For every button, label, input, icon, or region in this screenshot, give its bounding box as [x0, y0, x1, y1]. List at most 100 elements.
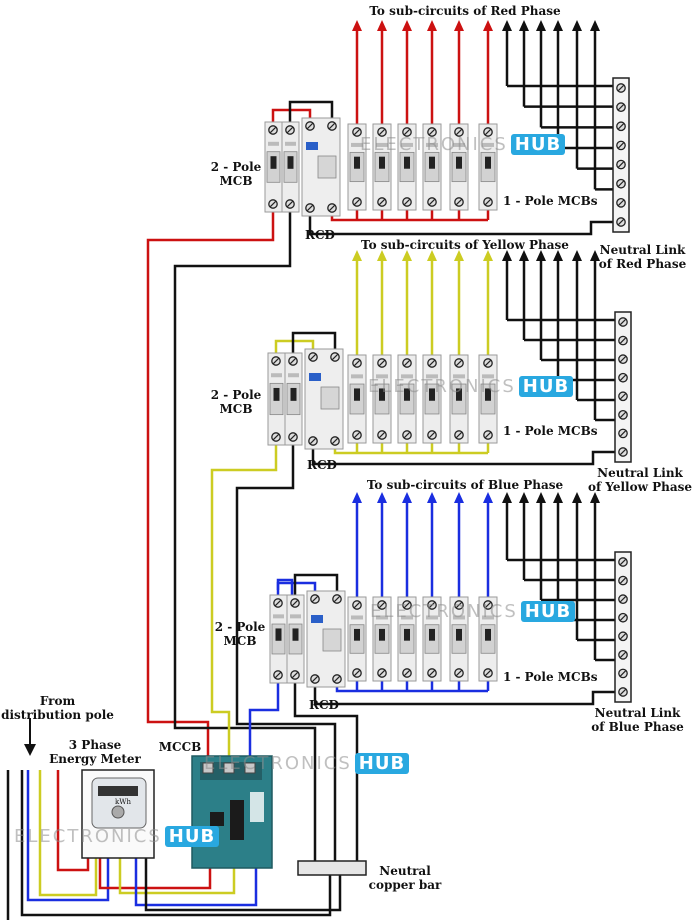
yellow-1pole-term-bot-5-slot	[455, 431, 463, 439]
from-distribution-pole-label: From distribution pole	[1, 694, 114, 722]
red-1pole-term-top-1-slot	[353, 128, 361, 136]
blue-neutral-link-label: Neutral Link of Blue Phase	[591, 706, 684, 734]
red-2pole-term-top-r-slot	[286, 126, 294, 134]
blue-neutral-term-4-slot	[619, 614, 627, 621]
yellow-1pole-term-top-3-slot	[403, 359, 411, 367]
red-1pole-mcb-4-toggle	[429, 156, 435, 169]
yellow-1pole-term-top-1-slot	[353, 359, 361, 367]
red-1pole-term-bot-3-slot	[403, 198, 411, 206]
yellow-mcb-rcd-neutral-link	[291, 331, 337, 357]
red-rcd-neutral-out	[308, 212, 615, 236]
red-neutral-arrow-5-head	[572, 20, 582, 31]
red-phase-arrow-4-head	[427, 20, 437, 31]
red-neutral-arrow-4-head	[553, 20, 563, 31]
yellow-neutral-link-label: Neutral Link of Yellow Phase	[587, 466, 693, 494]
blue-neutral-feed-wire	[293, 683, 359, 862]
red-neutral-arrow-1-head	[502, 20, 512, 31]
blue-rcd-neutral-out	[313, 683, 617, 706]
blue-1pole-mcb-5-strip	[453, 615, 465, 620]
yellow-1pole-mcb-3-toggle	[404, 388, 410, 401]
red-1pole-mcb-6-toggle	[485, 156, 491, 169]
incoming-blue	[26, 770, 110, 902]
blue-2pole-term-bot-r-slot	[291, 671, 299, 679]
yellow-rcd-term-bot-l-slot	[309, 437, 317, 445]
yellow-1pole-term-bot-6-slot	[484, 431, 492, 439]
yellow-1pole-term-bot-1-slot	[353, 431, 361, 439]
yellow-1pole-mcb-6	[478, 354, 498, 444]
blue-neutral-arrow-5-head	[572, 492, 582, 503]
red-1pole-mcbs-label: 1 - Pole MCBs	[503, 194, 598, 208]
yellow-1pole-mcb-2-toggle	[379, 388, 385, 401]
blue-rcd-label: RCD	[309, 698, 339, 712]
red-2pole-term-bot-r-slot	[286, 200, 294, 208]
mccb-rating-plate	[250, 792, 264, 822]
red-rcd-test-button	[306, 142, 318, 150]
blue-1pole-mcb-3	[397, 596, 417, 682]
yellow-neutral-term-6-slot	[619, 411, 627, 418]
yellow-2pole-mcb-right	[284, 352, 303, 446]
yellow-1pole-mcbs-label: 1 - Pole MCBs	[503, 424, 598, 438]
yellow-1pole-term-bot-3-slot	[403, 431, 411, 439]
blue-phase-arrow-6-head	[483, 492, 493, 503]
blue-neutral-term-3-slot	[619, 596, 627, 603]
red-1pole-mcb-4-strip	[426, 142, 438, 147]
incoming-neutral-to-bar	[20, 770, 332, 917]
blue-mcb-rcd-phase-link	[276, 581, 317, 599]
yellow-1pole-mcb-2	[372, 354, 392, 444]
mccb	[191, 755, 273, 869]
yellow-rcd-test-button	[309, 373, 321, 381]
red-neutral-arrow-3-head	[536, 20, 546, 31]
yellow-1pole-mcb-6-strip	[482, 374, 494, 379]
red-mcb-rcd-neutral-link	[288, 100, 334, 126]
red-neutral-feed-wire	[173, 212, 317, 862]
blue-1pole-mcb-1-strip	[351, 615, 363, 620]
red-1pole-mcb-1-strip	[351, 142, 363, 147]
energy-meter-display	[98, 786, 138, 796]
red-1pole-term-top-6-slot	[484, 128, 492, 136]
red-1pole-mcb-3-strip	[401, 142, 413, 147]
yellow-neutral-feed-wire	[235, 445, 337, 862]
red-1pole-mcb-5-strip	[453, 142, 465, 147]
blue-1pole-mcb-2-strip	[376, 615, 388, 620]
blue-1pole-mcbs-label: 1 - Pole MCBs	[503, 670, 598, 684]
yellow-2pole-mcb-left	[267, 352, 286, 446]
yellow-phase-arrow-4-head	[427, 250, 437, 261]
red-neutral-term-8-slot	[617, 218, 625, 226]
blue-2pole-mcb-label: 2 - Pole MCB	[214, 620, 266, 648]
blue-1pole-mcb-3-toggle	[404, 628, 410, 641]
red-1pole-term-top-3-slot	[403, 128, 411, 136]
blue-rcd-test-button	[311, 615, 323, 623]
blue-1pole-mcb-4	[422, 596, 442, 682]
yellow-1pole-mcb-3	[397, 354, 417, 444]
red-1pole-term-bot-6-slot	[484, 198, 492, 206]
blue-top-link	[276, 578, 294, 600]
yellow-1pole-mcb-1-strip	[351, 374, 363, 379]
blue-1pole-term-top-3-slot	[403, 601, 411, 609]
red-rcd-term-top-r-slot	[328, 122, 336, 130]
red-neutral-term-3-slot	[617, 123, 625, 130]
red-2pole-term-bot-l-slot	[269, 200, 277, 208]
blue-phase-arrow-5-head	[454, 492, 464, 503]
red-neutral-link	[612, 77, 630, 233]
blue-1pole-term-bot-3-slot	[403, 669, 411, 677]
distribution-arrow-head	[24, 744, 36, 756]
yellow-1pole-mcb-1-toggle	[354, 388, 360, 401]
red-neutral-term-6-slot	[617, 180, 625, 187]
red-1pole-term-bot-4-slot	[428, 198, 436, 206]
blue-1pole-mcb-6-toggle	[485, 628, 491, 641]
red-2pole-mcb-right-strip	[285, 141, 296, 146]
blue-1pole-mcb-4-toggle	[429, 628, 435, 641]
yellow-phase-arrow-1-head	[352, 250, 362, 261]
yellow-neutral-link	[614, 311, 632, 463]
yellow-phase-arrow-5-head	[454, 250, 464, 261]
yellow-2pole-term-bot-l-slot	[272, 433, 280, 441]
incoming-yellow	[38, 770, 98, 897]
red-1pole-term-top-2-slot	[378, 128, 386, 136]
blue-rcd-term-top-r-slot	[333, 595, 341, 603]
yellow-neutral-term-4-slot	[619, 374, 627, 381]
red-1pole-mcb-4	[422, 123, 442, 211]
blue-neutral-term-8-slot	[619, 688, 627, 696]
blue-neutral-arrow-3-head	[536, 492, 546, 503]
red-rcd-term-bot-l-slot	[306, 204, 314, 212]
red-1pole-term-top-4-slot	[428, 128, 436, 136]
